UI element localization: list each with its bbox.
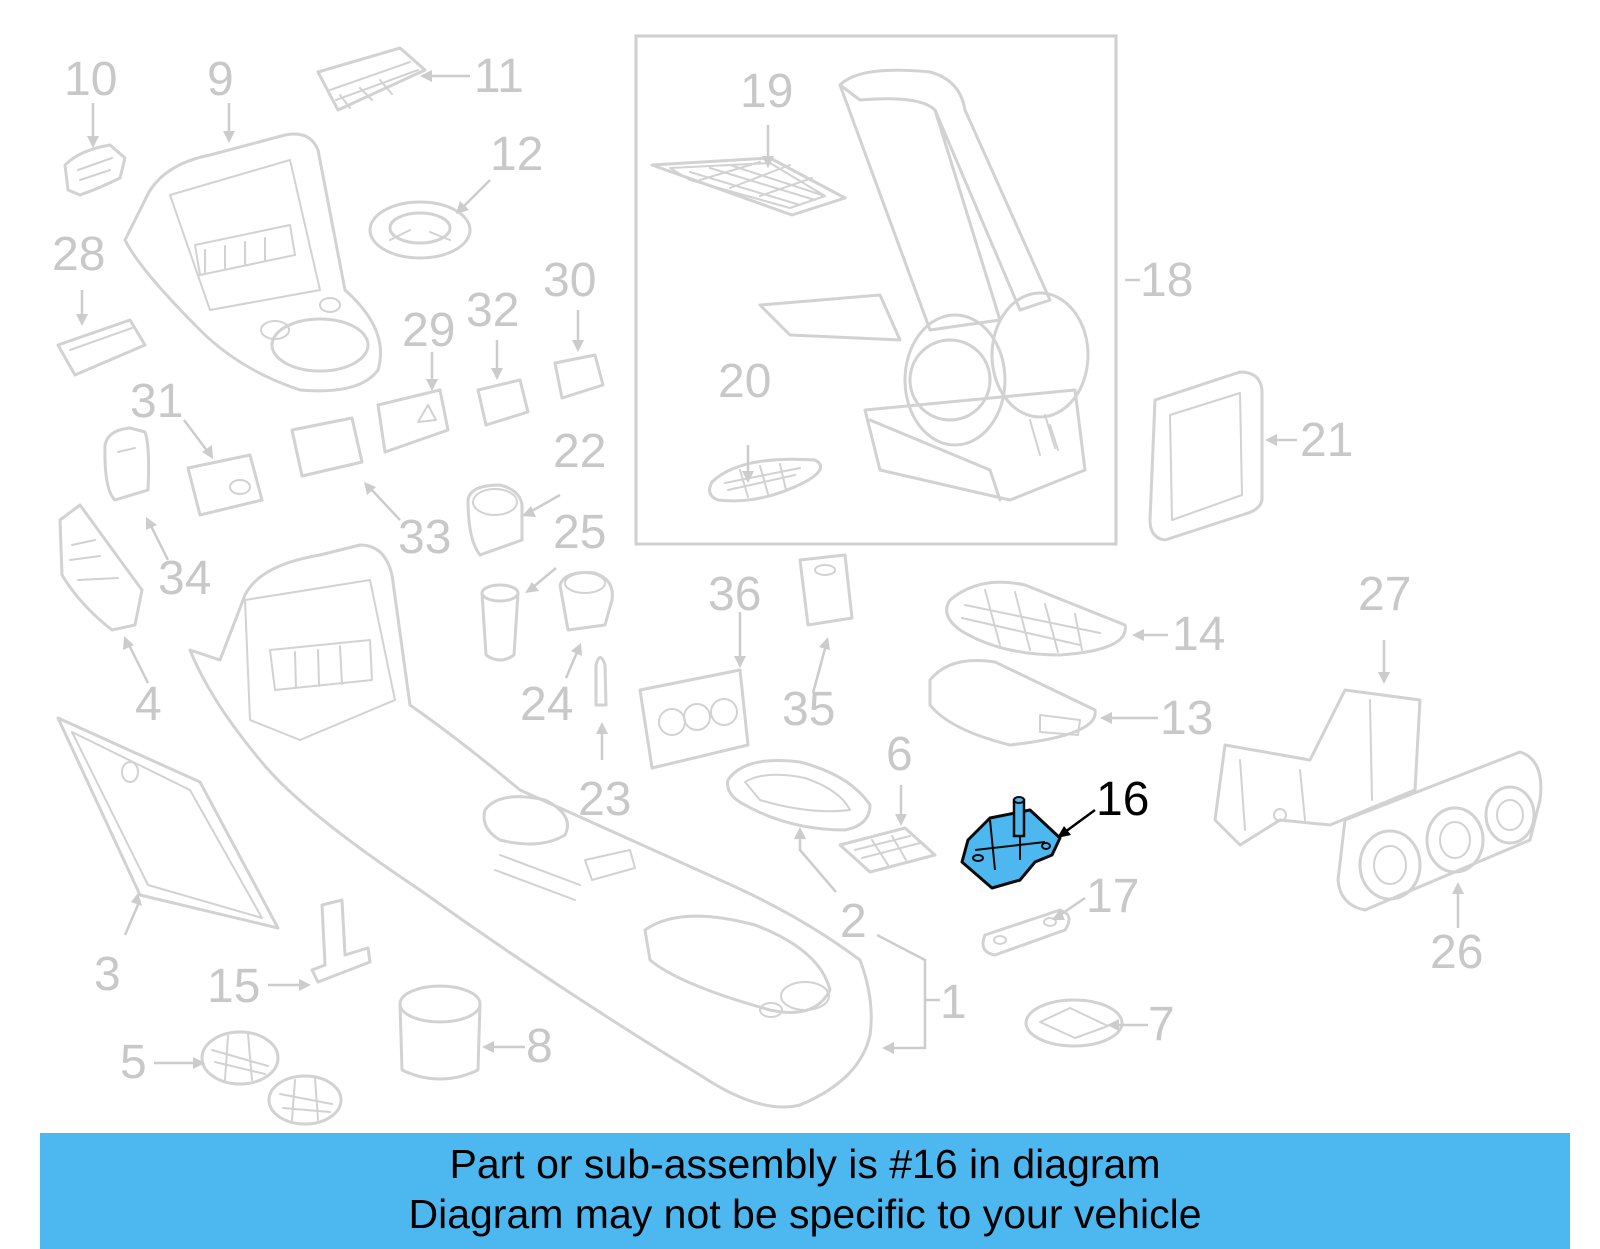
- part-36-control-bezel: [638, 668, 750, 770]
- callout-13: 13: [1160, 692, 1213, 745]
- armrest-group-frame: [634, 34, 1118, 546]
- part-15-bracket: [310, 898, 372, 984]
- callout-16: 16: [1096, 773, 1149, 826]
- callout-labels: 1 2 3 4 5 6 7 8 9 10 11 12 13 14 15 16 1…: [52, 50, 1483, 1089]
- callout-36: 36: [708, 568, 761, 621]
- callout-28: 28: [52, 228, 105, 281]
- part-33-switch: [290, 416, 364, 478]
- callout-26: 26: [1430, 926, 1483, 979]
- part-32-switch: [476, 378, 530, 427]
- callout-29: 29: [402, 304, 455, 357]
- callout-10: 10: [64, 53, 117, 106]
- callout-34: 34: [158, 552, 211, 605]
- part-24-power-outlet: [558, 571, 614, 632]
- part-18-armrest: [758, 68, 1090, 502]
- part-35-switch: [798, 553, 854, 627]
- callout-14: 14: [1172, 608, 1225, 661]
- callout-12: 12: [490, 128, 543, 181]
- part-26-climate-control: [1336, 750, 1543, 912]
- callout-19: 19: [740, 65, 793, 118]
- part-34-switch: [103, 426, 151, 502]
- callout-25: 25: [553, 506, 606, 559]
- part-21-side-cover: [1148, 370, 1264, 542]
- callout-15: 15: [207, 960, 260, 1013]
- callout-18: 18: [1140, 254, 1193, 307]
- callout-22: 22: [553, 425, 606, 478]
- banner-line-disclaimer: Diagram may not be specific to your vehi…: [408, 1191, 1202, 1237]
- part-22-socket: [466, 483, 524, 557]
- part-2-trim-ring: [726, 758, 872, 832]
- callout-5: 5: [120, 1036, 147, 1089]
- callout-2: 2: [840, 895, 867, 948]
- callout-35: 35: [782, 683, 835, 736]
- part-25-socket-housing: [480, 583, 520, 662]
- part-4-trim: [58, 503, 144, 632]
- part-8-cup-holder: [398, 984, 482, 1081]
- part-7-cover-disc: [1024, 998, 1124, 1048]
- callout-17: 17: [1086, 870, 1139, 923]
- callout-1: 1: [940, 976, 967, 1029]
- callout-6: 6: [886, 728, 913, 781]
- part-23-bulb: [594, 656, 608, 707]
- part-10-clip: [63, 143, 127, 197]
- part-6-grille: [838, 826, 937, 874]
- part-5-mesh-cover: [200, 1030, 343, 1126]
- callout-21: 21: [1300, 414, 1353, 467]
- callout-3: 3: [94, 948, 121, 1001]
- info-banner: Part or sub-assembly is #16 in diagram D…: [40, 1133, 1570, 1249]
- callout-7: 7: [1148, 998, 1175, 1051]
- callout-11: 11: [474, 50, 524, 103]
- part-14-mat: [945, 580, 1127, 657]
- part-16-highlighted-bracket: [960, 796, 1062, 890]
- callout-20: 20: [718, 355, 771, 408]
- part-20-vent-insert: [708, 457, 823, 503]
- banner-line-part-number: Part or sub-assembly is #16 in diagram: [449, 1141, 1161, 1187]
- callout-33: 33: [398, 511, 451, 564]
- callout-4: 4: [135, 678, 162, 731]
- part-29-hazard-switch: [376, 388, 450, 454]
- part-28-switch: [56, 318, 147, 377]
- callout-24: 24: [520, 678, 573, 731]
- callout-27: 27: [1358, 568, 1411, 621]
- part-12-shift-knob: [368, 200, 472, 260]
- callout-9: 9: [207, 53, 234, 106]
- callout-32: 32: [466, 284, 519, 337]
- part-11-tray: [316, 46, 427, 112]
- leader-lines: [76, 70, 1464, 1069]
- callout-8: 8: [526, 1020, 553, 1073]
- part-3-side-panel: [56, 716, 280, 930]
- part-27-bracket: [1213, 688, 1422, 847]
- part-9-console-bezel: [123, 132, 383, 393]
- part-19-storage-mat: [650, 156, 847, 217]
- callout-23: 23: [578, 773, 631, 826]
- part-30-switch: [553, 353, 605, 400]
- callout-30: 30: [543, 254, 596, 307]
- part-31-switch: [186, 453, 264, 517]
- callout-31: 31: [130, 375, 183, 428]
- part-13-mat: [928, 658, 1097, 747]
- part-1-center-console: [188, 543, 873, 1109]
